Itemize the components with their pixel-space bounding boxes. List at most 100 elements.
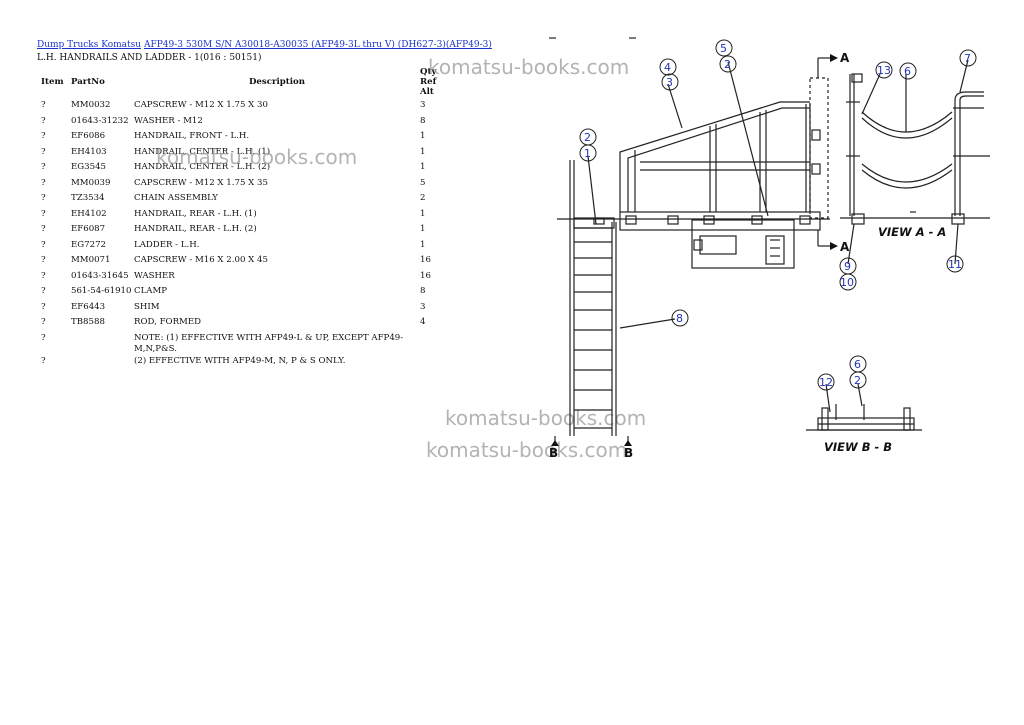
breadcrumb: Dump Trucks Komatsu AFP49-3 530M S/N A30… <box>37 40 492 50</box>
callout-3: 3 <box>666 76 673 89</box>
table-row: ? (2) EFFECTIVE WITH AFP49-M, N, P & S ON… <box>37 355 440 371</box>
cell-item: ? <box>41 131 46 141</box>
view-b-b-label: VIEW B - B <box>824 440 892 454</box>
callout-13: 13 <box>877 64 891 77</box>
cell-partno: 561-54-61910 <box>71 286 132 296</box>
cell-description: CAPSCREW - M12 X 1.75 X 35 <box>134 177 268 188</box>
header-alt: Alt <box>420 87 434 97</box>
cell-item: ? <box>41 286 46 296</box>
header-partno: PartNo <box>71 77 105 87</box>
cell-qty: 16 <box>420 270 431 281</box>
cell-description: HANDRAIL, REAR - L.H. (2) <box>134 224 257 234</box>
cell-item: ? <box>41 270 46 281</box>
section-a-label-top: A <box>840 51 850 65</box>
breadcrumb-link-dump-trucks[interactable]: Dump Trucks Komatsu <box>37 40 142 50</box>
callout-8: 8 <box>676 312 683 325</box>
cell-item: ? <box>41 162 46 172</box>
cell-item: ? <box>41 208 46 219</box>
cell-description: HANDRAIL, REAR - L.H. (1) <box>134 208 257 219</box>
callout-9: 9 <box>844 260 851 273</box>
callout-12: 12 <box>819 376 833 389</box>
callout-1: 1 <box>584 147 591 160</box>
callout-7: 7 <box>964 52 971 65</box>
cell-qty: 1 <box>420 146 426 157</box>
header-item: Item <box>41 77 64 87</box>
cell-partno: MM0039 <box>71 177 111 188</box>
callout-2: 2 <box>724 58 731 71</box>
cell-partno: MM0032 <box>71 100 111 110</box>
section-b-label-right: B <box>624 446 633 460</box>
cell-description: CAPSCREW - M16 X 2.00 X 45 <box>134 255 268 265</box>
cell-qty: 2 <box>420 193 426 203</box>
cell-qty: 8 <box>420 286 426 296</box>
cell-item: ? <box>41 301 46 312</box>
cell-description: CLAMP <box>134 286 168 296</box>
ladder-drawing <box>569 160 617 436</box>
cell-qty: 1 <box>420 131 426 141</box>
callout-6: 6 <box>854 358 861 371</box>
cell-partno: EF6087 <box>71 224 106 234</box>
cell-item: ? <box>41 255 46 265</box>
cell-description: SHIM <box>134 301 160 312</box>
cell-partno: 01643-31232 <box>71 115 129 126</box>
page-subtitle: L.H. HANDRAILS AND LADDER - 1(016 : 5015… <box>37 53 262 63</box>
cell-partno: EG3545 <box>71 162 107 172</box>
cell-partno: EH4102 <box>71 208 107 219</box>
cell-description: (2) EFFECTIVE WITH AFP49-M, N, P & S ONL… <box>134 355 346 366</box>
cell-qty: 16 <box>420 255 431 265</box>
cell-description: WASHER <box>134 270 175 281</box>
callout-4: 4 <box>664 61 671 74</box>
table-row: ? EH4102 HANDRAIL, REAR - L.H. (1) 1 <box>37 208 440 224</box>
cell-description: CHAIN ASSEMBLY <box>134 193 218 203</box>
cell-qty: 4 <box>420 317 426 327</box>
header-ref: Ref <box>420 77 437 87</box>
cell-description: CAPSCREW - M12 X 1.75 X 30 <box>134 100 268 110</box>
callout-11: 11 <box>948 258 962 271</box>
cell-item: ? <box>41 146 46 157</box>
callout-6: 6 <box>904 65 911 78</box>
cell-description: HANDRAIL, FRONT - L.H. <box>134 131 250 141</box>
cell-description: WASHER - M12 <box>134 115 203 126</box>
header-qty-ref-alt: Qty Ref Alt <box>420 66 440 99</box>
section-a-label-bottom: A <box>840 240 850 254</box>
cell-partno: TB8588 <box>71 317 105 327</box>
header-description: Description <box>248 77 305 87</box>
cell-partno: EG7272 <box>71 239 107 250</box>
callout-5: 5 <box>720 42 727 55</box>
cell-item: ? <box>41 355 46 366</box>
cell-qty: 1 <box>420 208 426 219</box>
cell-description: NOTE: (1) EFFECTIVE WITH AFP49-L & UP, E… <box>134 332 404 354</box>
view-a-a-label: VIEW A - A <box>878 225 946 239</box>
cell-item: ? <box>41 177 46 188</box>
callout-2: 2 <box>854 374 861 387</box>
cell-qty: 3 <box>420 100 426 110</box>
view-a-a-drawing <box>840 73 990 225</box>
cell-qty: 5 <box>420 177 426 188</box>
cell-item: ? <box>41 332 46 343</box>
cell-qty: 1 <box>420 224 426 234</box>
cell-partno: EH4103 <box>71 146 107 157</box>
cell-item: ? <box>41 224 46 234</box>
callout-10: 10 <box>840 276 854 289</box>
cell-qty: 8 <box>420 115 426 126</box>
table-row: ? EF6087 HANDRAIL, REAR - L.H. (2) 1 <box>37 223 440 239</box>
parts-table-header: Item PartNo Description Qty Ref Alt <box>37 66 440 99</box>
cell-qty: 1 <box>420 239 426 250</box>
section-b-label-left: B <box>549 446 558 460</box>
breadcrumb-link-model[interactable]: AFP49-3 530M S/N A30018-A30035 (AFP49-3L… <box>143 40 492 50</box>
view-b-b-drawing <box>806 404 922 431</box>
cell-item: ? <box>41 193 46 203</box>
